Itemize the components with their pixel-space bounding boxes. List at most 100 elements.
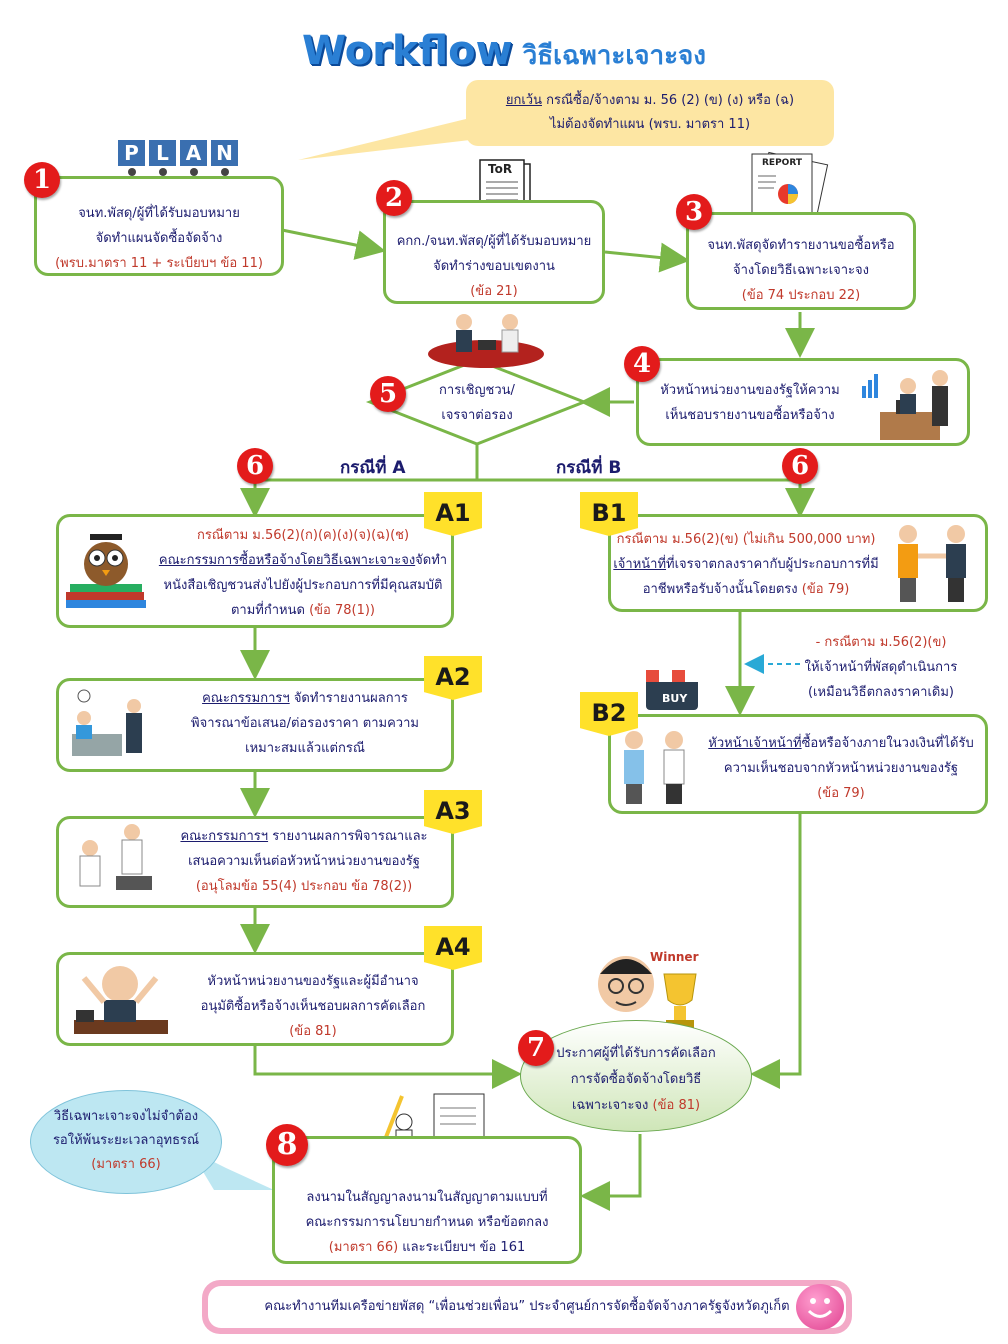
step-4-number: 4: [624, 346, 660, 382]
owl-books-icon: [62, 530, 148, 610]
b1-line3: อาชีพหรือรับจ้างนั้นโดยตรง: [642, 582, 798, 597]
arrow-b2-to-7: [750, 814, 802, 1089]
step-8-line3: และระเบียบฯ ข้อ 161: [398, 1240, 526, 1255]
plan-letter: A: [180, 140, 207, 166]
step-3-box: จนท.พัสดุจัดทำรายงานขอซื้อหรือ จ้างโดยวิ…: [686, 212, 916, 310]
step-7-number: 7: [518, 1030, 554, 1066]
a4-ref: (ข้อ 81): [289, 1024, 337, 1039]
b1-line2-rest: ที่เจรจาตกลงราคากับผู้ประกอบการที่มี: [666, 557, 879, 572]
exception-callout: ยกเว้น กรณีซื้อ/จ้างตาม ม. 56 (2) (ข) (ง…: [466, 80, 834, 146]
a2-box: คณะกรรมการฯ จัดทำรายงานผลการ พิจารณาข้อเ…: [56, 678, 454, 772]
arrow-1-to-2: [281, 228, 386, 260]
step-8-line2: คณะกรรมการนโยบายกำหนด หรือข้อตกลง: [305, 1215, 549, 1230]
b2-line1-underlined: หัวหน้าเจ้าหน้าที่: [708, 736, 802, 751]
step-7-line2: การจัดซื้อจัดจ้างโดยวิธี: [570, 1072, 702, 1087]
step-2-ref: (ข้อ 21): [470, 284, 518, 299]
a3-line1-rest: รายงานผลการพิจารณาและ: [268, 829, 428, 844]
a3-line2: เสนอความเห็นต่อหัวหน้าหน่วยงานของรัฐ: [188, 854, 420, 869]
tag-a2: A2: [424, 656, 482, 700]
step-1-ref: (พรบ.มาตรา 11 + ระเบียบฯ ข้อ 11): [55, 256, 263, 271]
tag-b2: B2: [580, 692, 638, 736]
a1-line2-underlined: คณะกรรมการซื้อหรือจ้างโดยวิธีเฉพาะเจาะจง: [158, 553, 416, 568]
a2-line1-rest: จัดทำรายงานผลการ: [289, 691, 408, 706]
b2-line2: ความเห็นชอบจากหัวหน้าหน่วยงานของรัฐ: [723, 761, 959, 776]
a3-line1-underlined: คณะกรรมการฯ: [180, 829, 269, 844]
step-2-number: 2: [376, 180, 412, 216]
step-4-line1: หัวหน้าหน่วยงานของรัฐให้ความ: [660, 383, 840, 398]
step-7-line3: เฉพาะเจาะจง: [571, 1098, 649, 1113]
bubble-line1: วิธีเฉพาะเจาะจงไม่จำต้อง: [53, 1109, 199, 1124]
step-8-number: 8: [266, 1124, 308, 1166]
step-6a-number: 6: [237, 448, 273, 484]
a1-line2-rest: จัดทำ: [415, 553, 448, 568]
a1-ref: (ข้อ 78(1)): [309, 603, 376, 618]
a2-line3: เหมาะสมแล้วแต่กรณี: [245, 741, 365, 756]
a1-line3: หนังสือเชิญชวนส่งไปยังผู้ประกอบการที่มีค…: [163, 578, 443, 593]
callout-underlined: ยกเว้น: [505, 93, 542, 108]
b-note-line2: ให้เจ้าหน้าที่พัสดุดำเนินการ: [804, 660, 958, 675]
boss-desk-icon: [70, 958, 172, 1038]
negotiation-icon: [426, 310, 546, 370]
b1-box: กรณีตาม ม.56(2)(ข) (ไม่เกิน 500,000 บาท)…: [608, 514, 988, 612]
a2-line1-underlined: คณะกรรมการฯ: [202, 691, 290, 706]
step-6b-number: 6: [782, 448, 818, 484]
step-3-line2: จ้างโดยวิธีเฉพาะเจาะจง: [733, 263, 869, 278]
shop-buyers-icon: BUY: [612, 666, 702, 806]
b2-line1-rest: ซื้อหรือจ้างภายในวงเงินที่ได้รับ: [801, 736, 974, 751]
callout-line2: ไม่ต้องจัดทำแผน (พรบ. มาตรา 11): [549, 117, 751, 132]
plan-letter: N: [211, 140, 238, 166]
bubble-ref: (มาตรา 66): [91, 1157, 161, 1172]
b-note-line3: (เหมือนวิธีตกลงราคาเดิม): [807, 685, 954, 700]
report-document-icon: REPORT: [740, 150, 834, 225]
step-7-ref: (ข้อ 81): [652, 1098, 701, 1113]
appeal-note-bubble: วิธีเฉพาะเจาะจงไม่จำต้อง รอให้พ้นระยะเวล…: [30, 1090, 222, 1194]
title-sub: วิธีเฉพาะเจาะจง: [522, 41, 706, 71]
a1-line4: ตามที่กำหนด: [230, 603, 305, 618]
step-3-line1: จนท.พัสดุจัดทำรายงานขอซื้อหรือ: [707, 238, 895, 253]
arrow-a4-to-7: [253, 1046, 522, 1089]
handshake-icon: [886, 522, 978, 604]
case-a-label: กรณีที่ A: [340, 458, 406, 478]
step-5-text: การเชิญชวน/ เจรจาต่อรอง: [420, 378, 534, 428]
winner-label: Winner: [650, 950, 699, 964]
b1-ref: (ข้อ 79): [801, 582, 850, 597]
b2-ref: (ข้อ 79): [817, 786, 865, 801]
step-3-ref: (ข้อ 74 ประกอบ 22): [741, 288, 861, 303]
plan-letter: P: [118, 140, 145, 166]
tag-b1: B1: [580, 492, 638, 536]
buy-label: BUY: [662, 692, 688, 705]
a2-line2: พิจารณาข้อเสนอ/ต่อรองราคา ตามความ: [191, 716, 419, 731]
presenter-icon: [66, 820, 156, 894]
winner-icon: Winner: [592, 944, 706, 1036]
tag-a3: A3: [424, 790, 482, 834]
step-8-line1: ลงนามในสัญญาลงนามในสัญญาตามแบบที่: [306, 1190, 548, 1205]
title-main: Workflow: [302, 28, 513, 74]
b-note: - กรณีตาม ม.56(2)(ข) ให้เจ้าหน้าที่พัสดุ…: [790, 630, 972, 705]
tor-label: ToR: [488, 162, 513, 176]
smiley-icon: [796, 1284, 844, 1330]
step-1-line1: จนท.พัสดุ/ผู้ที่ได้รับมอบหมาย: [78, 206, 240, 221]
step-4-line2: เห็นชอบรายงานขอซื้อหรือจ้าง: [665, 408, 835, 423]
step-8-ref: (มาตรา 66): [328, 1240, 399, 1255]
a3-ref: (อนุโลมข้อ 55(4) ประกอบ ข้อ 78(2)): [195, 879, 413, 894]
step-1-number: 1: [24, 162, 60, 198]
step-3-number: 3: [676, 194, 712, 230]
step-2-line1: คกก./จนท.พัสดุ/ผู้ที่ได้รับมอบหมาย: [396, 234, 592, 249]
plan-illustration: P L A N: [118, 140, 244, 194]
case-b-label: กรณีที่ B: [556, 458, 622, 478]
callout-line1: กรณีซื้อ/จ้างตาม ม. 56 (2) (ข) (ง) หรือ …: [542, 93, 795, 108]
footer-banner: คณะทำงานทีมเครือข่ายพัสดุ “เพื่อนช่วยเพื…: [202, 1280, 852, 1334]
office-workers-icon: [62, 688, 154, 762]
step-5-number: 5: [370, 376, 406, 412]
a1-line1: กรณีตาม ม.56(2)(ก)(ค)(ง)(จ)(ฉ)(ช): [196, 528, 410, 543]
step-5-line1: การเชิญชวน/: [439, 383, 515, 398]
a4-line1: หัวหน้าหน่วยงานของรัฐและผู้มีอำนาจ: [207, 974, 419, 989]
arrow-7-to-8: [580, 1134, 642, 1211]
step-2-line2: จัดทำร่างขอบเขตงาน: [433, 259, 555, 274]
plan-letter: L: [149, 140, 176, 166]
step-5-line2: เจรจาต่อรอง: [441, 408, 513, 423]
report-label: REPORT: [762, 158, 802, 168]
tag-a1: A1: [424, 492, 482, 536]
a4-line2: อนุมัติซื้อหรือจ้างเห็นชอบผลการคัดเลือก: [200, 999, 426, 1014]
